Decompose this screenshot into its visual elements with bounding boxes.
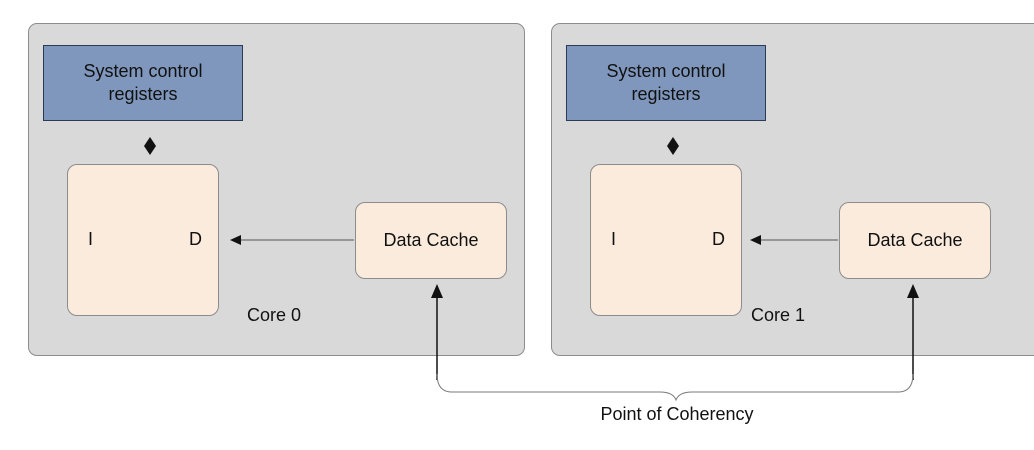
point-of-coherency-label: Point of Coherency xyxy=(600,404,754,424)
data-cache-block: Data Cache xyxy=(355,202,507,279)
data-cache-label: Data Cache xyxy=(383,230,479,250)
data-port-label: D xyxy=(712,229,725,249)
data-cache-block: Data Cache xyxy=(839,202,991,279)
system-control-registers-block: System control registers xyxy=(43,45,243,121)
instruction-port-label: I xyxy=(611,229,617,249)
core-0-container: System control registers I D Data Cache … xyxy=(28,23,525,356)
data-cache-label: Data Cache xyxy=(867,230,963,250)
processor-block: I D xyxy=(67,164,219,316)
system-control-registers-label: System control registers xyxy=(83,61,203,104)
system-control-registers-block: System control registers xyxy=(566,45,766,121)
point-of-coherency-brace xyxy=(436,373,914,402)
core-label: Core 0 xyxy=(247,305,302,325)
core-label: Core 1 xyxy=(751,305,806,325)
processor-block: I D xyxy=(590,164,742,316)
instruction-port-label: I xyxy=(88,229,94,249)
register-connector-diamond-icon xyxy=(667,137,679,155)
core-1-container: System control registers I D Data Cache … xyxy=(551,23,1034,356)
point-of-coherency-wrapper: Point of Coherency xyxy=(0,404,1034,425)
data-port-label: D xyxy=(189,229,202,249)
register-connector-diamond-icon xyxy=(144,137,156,155)
system-control-registers-label: System control registers xyxy=(606,61,726,104)
